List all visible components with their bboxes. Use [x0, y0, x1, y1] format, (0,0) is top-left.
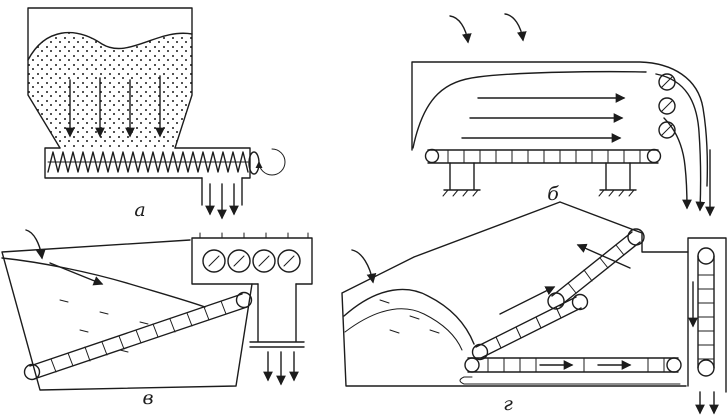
upper-flow-arrow — [576, 243, 631, 269]
belt-roller — [627, 228, 645, 246]
belt-conveyor — [424, 148, 662, 164]
belt-roller — [666, 357, 682, 373]
belt-roller — [23, 363, 41, 381]
belt-roller — [424, 148, 440, 164]
belt-roller — [547, 292, 565, 310]
feed-arrows — [504, 13, 527, 42]
belt-roller — [571, 293, 589, 311]
panel-b-belt-conveyor-chamber: б — [411, 13, 715, 217]
enclosure-outline — [341, 201, 689, 387]
support-stands — [442, 162, 637, 197]
chamber-outline — [411, 61, 709, 187]
enclosure-outline — [1, 239, 253, 391]
discharge-flow-arrows — [655, 73, 706, 212]
ground-hatch — [598, 189, 635, 197]
material-fill — [28, 32, 192, 148]
belt-cleats — [697, 274, 715, 360]
belt-roller — [464, 357, 480, 373]
upper-inclined-conveyor — [547, 228, 645, 310]
pile-flow-arrow — [49, 262, 104, 286]
panel-g-label: г — [503, 393, 513, 415]
vertical-belt-conveyor — [697, 247, 715, 377]
discharge-flow-arrows — [663, 117, 692, 210]
screw-trough — [44, 147, 251, 179]
belt-roller — [235, 291, 253, 309]
belt-cleats — [447, 149, 641, 164]
entry-arrow — [351, 249, 377, 284]
middle-inclined-conveyor — [471, 293, 589, 361]
belt-cleats — [50, 300, 227, 373]
bottom-conveyor — [464, 357, 682, 373]
vertical-channel — [687, 237, 727, 393]
material-surface — [412, 70, 647, 149]
box-top-ticks — [199, 232, 309, 239]
material-surface — [27, 31, 193, 61]
entry-arrow — [25, 229, 46, 260]
belt-cleats — [487, 357, 665, 373]
discharge-chute — [201, 177, 243, 206]
material-pile-inner — [344, 308, 463, 351]
belt-cleats — [495, 306, 562, 349]
belt-cleats — [567, 244, 625, 294]
material-pile-surface — [343, 288, 475, 345]
roller-feeder-box — [191, 232, 313, 285]
panel-a-label: а — [134, 199, 145, 221]
drive-rotation-arrow — [255, 148, 286, 176]
panel-b-label: б — [547, 183, 559, 205]
belt-roller — [471, 343, 489, 361]
screw-conveyor — [47, 151, 249, 173]
material-pile-surface — [1, 257, 206, 308]
middle-flow-arrow — [499, 286, 556, 315]
belt-roller — [697, 247, 715, 265]
panel-v-inclined-conveyor: в — [1, 229, 313, 409]
pile-texture — [379, 299, 440, 334]
pile-texture — [59, 299, 149, 353]
panel-g-multi-conveyor-system: г — [341, 201, 727, 415]
belt-roller — [697, 359, 715, 377]
feed-arrows — [449, 15, 472, 44]
discharge-duct — [249, 283, 305, 386]
belt-roller — [646, 148, 662, 164]
ground-hatch — [442, 189, 479, 197]
inclined-belt-conveyor — [23, 291, 253, 381]
hopper-outline — [27, 7, 193, 149]
bottom-tray — [459, 376, 681, 385]
panel-a-hopper-screw-feeder: а — [27, 7, 286, 221]
feeder-rollers — [202, 249, 301, 273]
panel-v-label: в — [142, 387, 153, 409]
